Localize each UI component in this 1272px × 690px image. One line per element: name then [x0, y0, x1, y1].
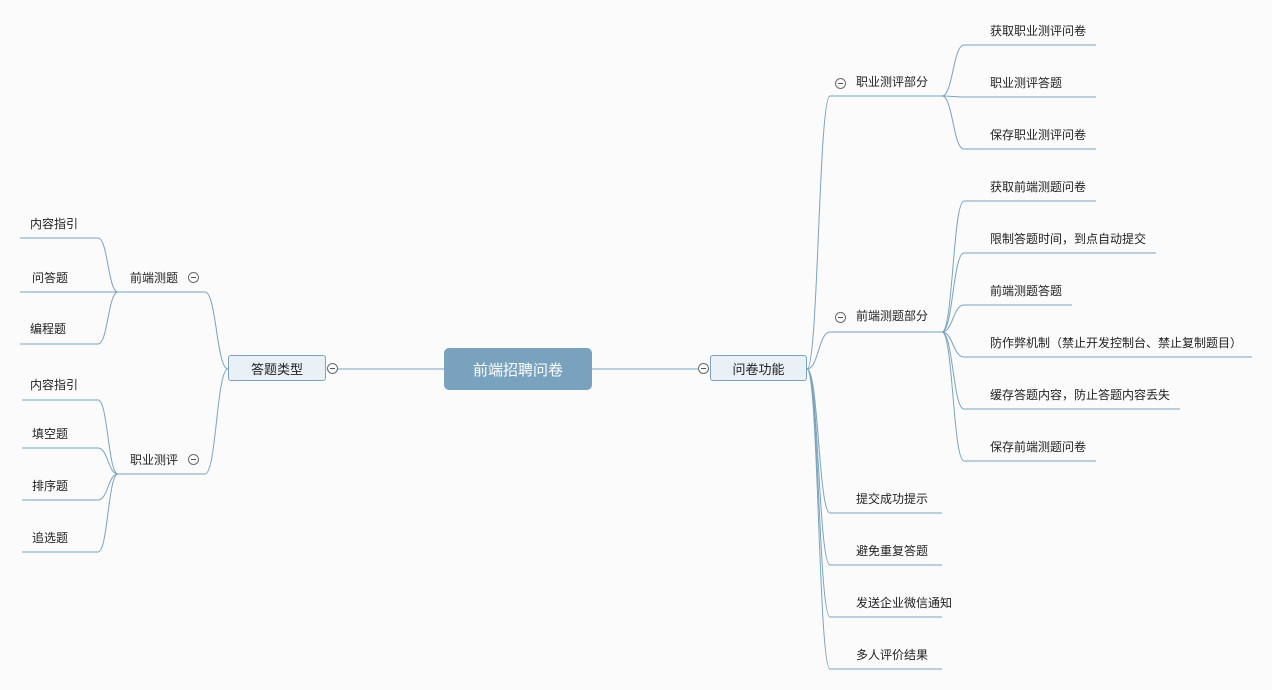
topic-leaf[interactable]: 多人评价结果 — [856, 648, 929, 662]
topic-questionnaire-functions[interactable]: 问卷功能 — [710, 355, 807, 381]
connector-line — [97, 447, 119, 475]
topic-leaf[interactable]: 保存前端测题问卷 — [990, 440, 1087, 454]
connector-line — [806, 95, 831, 370]
topic-career-section[interactable]: 职业测评部分 — [856, 75, 929, 89]
collapse-minus-icon[interactable] — [698, 363, 709, 374]
connector-line — [204, 291, 229, 370]
root-topic[interactable]: 前端招聘问卷 — [444, 348, 592, 390]
topic-leaf[interactable]: 问答题 — [32, 271, 69, 285]
connector-line — [97, 291, 119, 345]
topic-frontend-section[interactable]: 前端测题部分 — [856, 309, 929, 323]
topic-leaf[interactable]: 职业测评答题 — [990, 76, 1063, 90]
topic-leaf[interactable]: 前端测题答题 — [990, 284, 1063, 298]
connector-line — [941, 331, 965, 410]
topic-career-assessment[interactable]: 职业测评 — [130, 453, 179, 467]
connector-line — [941, 200, 965, 333]
connector-line — [204, 368, 229, 475]
topic-leaf[interactable]: 获取前端测题问卷 — [990, 180, 1087, 194]
topic-leaf[interactable]: 内容指引 — [30, 217, 79, 231]
topic-leaf[interactable]: 防作弊机制（禁止开发控制台、禁止复制题目） — [990, 336, 1243, 350]
connector-line — [97, 237, 119, 293]
topic-leaf[interactable]: 保存职业测评问卷 — [990, 128, 1087, 142]
topic-leaf[interactable]: 排序题 — [32, 479, 69, 493]
collapse-minus-icon[interactable] — [327, 363, 338, 374]
topic-leaf[interactable]: 编程题 — [30, 322, 67, 336]
connector-line — [941, 95, 965, 150]
connector-line — [941, 331, 965, 462]
topic-leaf[interactable]: 内容指引 — [30, 378, 79, 392]
connector-line — [941, 304, 965, 333]
topic-leaf[interactable]: 追选题 — [32, 531, 69, 545]
topic-leaf[interactable]: 填空题 — [32, 427, 69, 441]
collapse-minus-icon[interactable] — [835, 78, 846, 89]
topic-frontend-test[interactable]: 前端测题 — [130, 271, 179, 285]
topic-leaf[interactable]: 获取职业测评问卷 — [990, 24, 1087, 38]
connector-line — [97, 473, 119, 553]
topic-leaf[interactable]: 提交成功提示 — [856, 492, 929, 506]
topic-leaf[interactable]: 发送企业微信通知 — [856, 596, 953, 610]
connector-line — [941, 95, 965, 98]
connector-line — [806, 368, 831, 618]
connector-line — [806, 368, 831, 670]
topic-leaf[interactable]: 限制答题时间，到点自动提交 — [990, 232, 1147, 246]
connector-line — [806, 368, 831, 566]
connector-line — [97, 473, 119, 501]
connector-line — [941, 252, 965, 333]
topic-leaf[interactable]: 避免重复答题 — [856, 544, 929, 558]
collapse-minus-icon[interactable] — [188, 272, 199, 283]
connector-line — [806, 331, 831, 370]
connector-line — [941, 44, 965, 97]
collapse-minus-icon[interactable] — [835, 312, 846, 323]
topic-leaf[interactable]: 缓存答题内容，防止答题内容丢失 — [990, 388, 1171, 402]
connector-line — [941, 331, 965, 358]
connector-line — [97, 399, 119, 475]
collapse-minus-icon[interactable] — [188, 454, 199, 465]
topic-answer-types[interactable]: 答题类型 — [228, 355, 326, 381]
